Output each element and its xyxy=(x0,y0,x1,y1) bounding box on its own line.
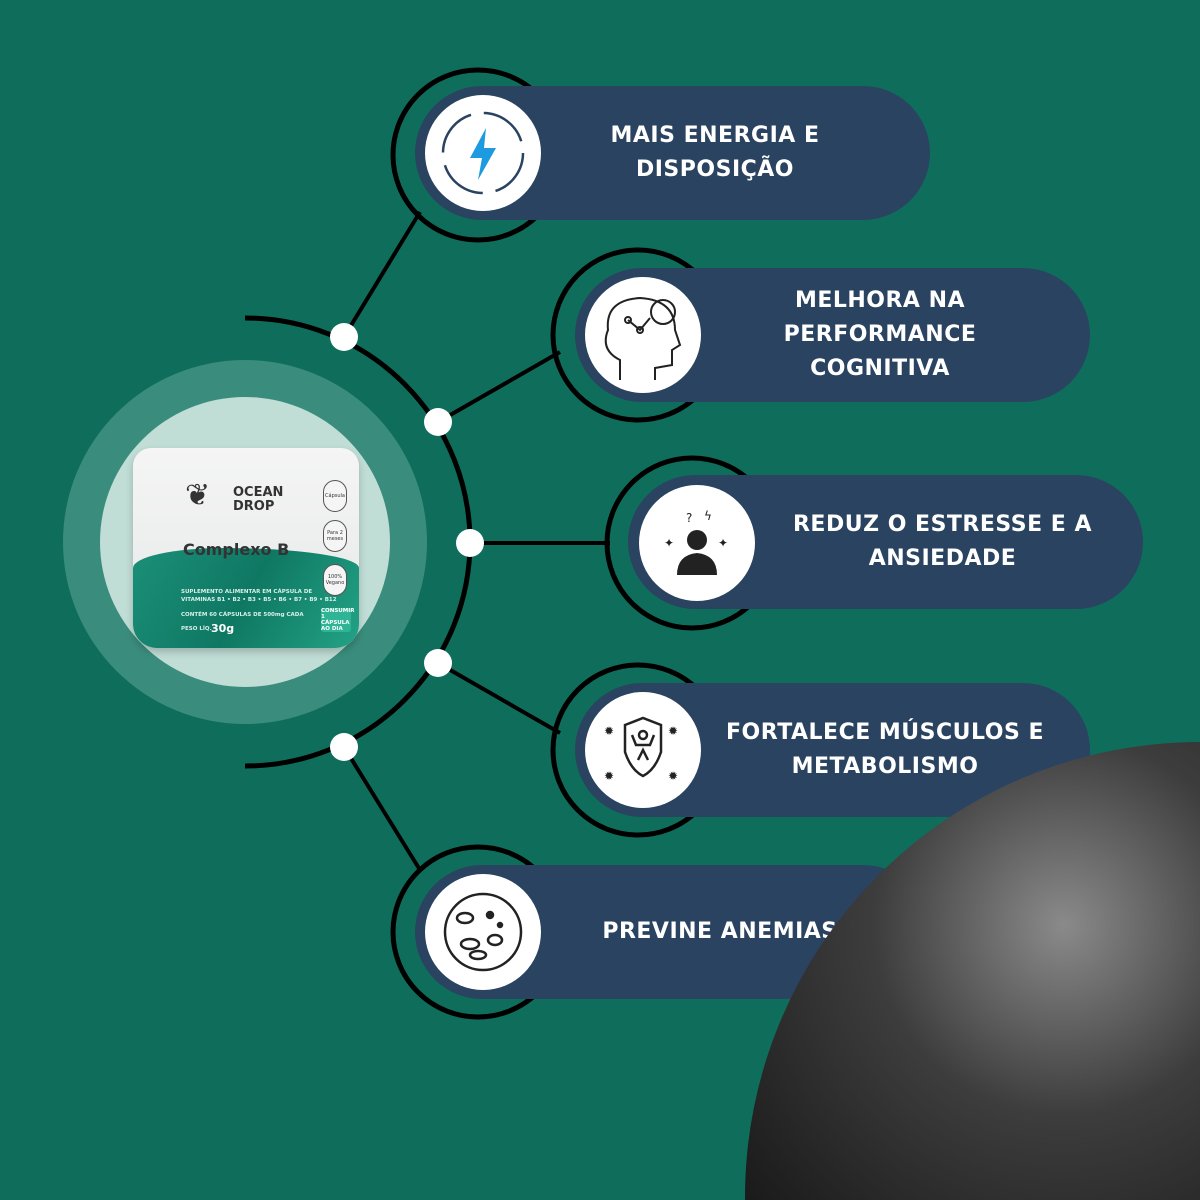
benefit-label-stress: REDUZ O ESTRESSE E A ANSIEDADE xyxy=(792,512,1093,571)
svg-text:✹: ✹ xyxy=(668,724,678,738)
blood-cells-icon xyxy=(443,892,523,972)
svg-text:✹: ✹ xyxy=(668,769,678,783)
product-name: Complexo B xyxy=(183,540,290,559)
weight-value: 30g xyxy=(211,622,235,635)
svg-text:✹: ✹ xyxy=(604,724,614,738)
badge-vegan: 100% Vegano xyxy=(323,564,347,596)
svg-text:✦: ✦ xyxy=(718,536,728,550)
product-desc-2: VITAMINAS B1 • B2 • B3 • B5 • B6 • B7 • … xyxy=(181,597,337,603)
product-contents: CONTÉM 60 CÁPSULAS DE 500mg CADA xyxy=(181,612,304,618)
dose-badge: CONSUMIR 1 CÁPSULA AO DIA xyxy=(321,608,355,632)
weight-label: PESO LÍQ. xyxy=(181,626,212,632)
benefit-label-cognitive: MELHORA NA PERFORMANCE COGNITIVA xyxy=(783,288,977,381)
badge-months: Para 2 meses xyxy=(323,520,347,552)
benefit-label-anemia: PREVINE ANEMIAS xyxy=(602,919,838,944)
product-desc-1: SUPLEMENTO ALIMENTAR EM CÁPSULA DE xyxy=(181,589,313,595)
benefit-label-muscles: FORTALECE MÚSCULOS E METABOLISMO xyxy=(726,720,1044,779)
badge-capsule: Cápsula xyxy=(323,480,347,512)
energy-cycle-icon xyxy=(441,111,525,195)
strength-shield-icon: ✹ ✹ ✹ ✹ xyxy=(604,716,678,783)
svg-text:?: ? xyxy=(686,511,692,525)
benefit-label-energy: MAIS ENERGIA E DISPOSIÇÃO xyxy=(610,123,820,182)
svg-text:✹: ✹ xyxy=(604,769,614,783)
ocean-drop-logo-icon: ❦ xyxy=(185,478,211,513)
svg-text:✦: ✦ xyxy=(664,536,674,550)
brain-gear-icon xyxy=(604,296,682,380)
stressed-person-icon: ? ϟ ✦ ✦ xyxy=(664,509,728,575)
svg-text:ϟ: ϟ xyxy=(704,509,712,523)
